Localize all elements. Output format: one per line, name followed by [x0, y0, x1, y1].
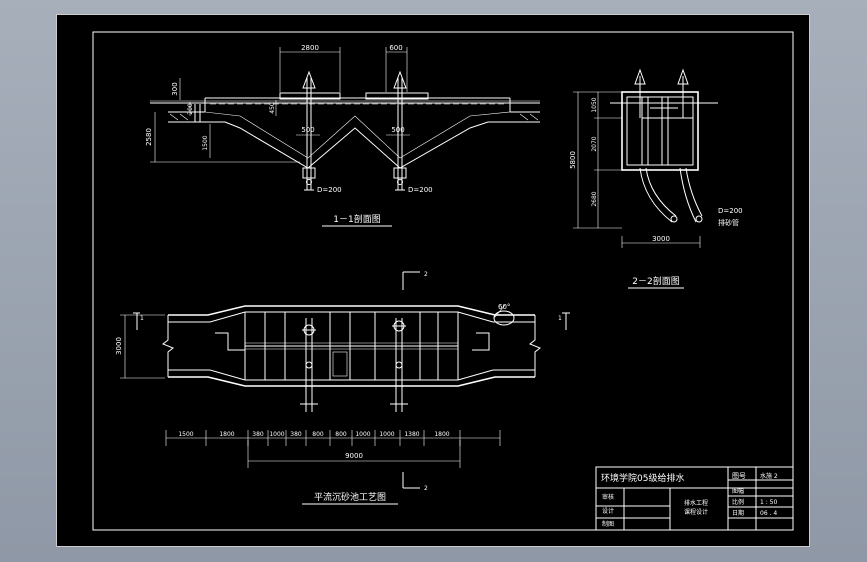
cut-mark-2-top: 2 — [424, 271, 428, 278]
diameter-label-right: D=200 — [408, 186, 433, 194]
label-drawing-no: 图号 — [732, 472, 746, 480]
label-sheet: 图幅 — [732, 487, 744, 495]
bottom-dim-label: 1000 — [355, 431, 370, 438]
dim-2070: 2070 — [591, 136, 598, 151]
bottom-dim-label: 800 — [335, 431, 347, 438]
dim-600: 600 — [389, 44, 402, 52]
bottom-dim-label: 1800 — [434, 431, 449, 438]
angle-label: 60° — [498, 303, 510, 311]
plan-view: 1 1 2 2 — [115, 271, 570, 505]
label-date: 日期 — [732, 509, 744, 517]
label-designer: 设计 — [602, 507, 614, 515]
dim-3000-plan: 3000 — [115, 337, 123, 355]
dim-300: 300 — [171, 82, 179, 95]
inner-border — [92, 31, 794, 531]
bottom-dim-label: 800 — [312, 431, 324, 438]
plan-title: 平流沉砂池工艺图 — [314, 491, 386, 503]
dim-2680: 2680 — [591, 191, 598, 206]
cut-mark-2-bottom: 2 — [424, 485, 428, 492]
dim-5800: 5800 — [569, 151, 577, 169]
dim-500-right: 500 — [391, 126, 404, 134]
bottom-dim-label: 1800 — [219, 431, 234, 438]
project-name: 排水工程 — [684, 499, 708, 507]
bottom-dim-label: 1500 — [178, 431, 193, 438]
outer-frame — [56, 14, 810, 547]
label-reviewer: 审核 — [602, 493, 614, 501]
dim-2580: 2580 — [145, 128, 153, 146]
bottom-dim-label: 380 — [290, 431, 302, 438]
label-drafter: 制图 — [602, 520, 614, 528]
dim-3000-section22: 3000 — [652, 235, 670, 243]
bottom-dim-label: 1000 — [379, 431, 394, 438]
dim-1500: 1500 — [202, 135, 209, 150]
dim-500-left: 500 — [301, 126, 314, 134]
section-1-1: 2800 600 300 2580 200 450 1500 500 500 D… — [145, 44, 540, 227]
project-sub: 课程设计 — [684, 508, 708, 516]
cut-mark-1-right: 1 — [558, 315, 562, 322]
title-block: 环境学院05级给排水 图号 水施 2 图幅 比例 1 : 50 日期 06 . … — [595, 466, 794, 531]
dim-1050: 1050 — [591, 97, 598, 112]
bottom-dim-label: 380 — [252, 431, 264, 438]
bottom-dim-label: 1000 — [269, 431, 284, 438]
label-scale: 比例 — [732, 498, 744, 506]
sand-pipe-label: 排砂管 — [718, 218, 739, 227]
dim-200: 200 — [187, 103, 194, 115]
section-2-2: 5800 1050 2070 2680 3000 D=200 排砂管 2－2剖面… — [569, 68, 743, 289]
cut-mark-1-left: 1 — [140, 315, 144, 322]
section-2-2-title: 2－2剖面图 — [632, 275, 679, 287]
bottom-dimension-chain: 1500 1800 380 1000 380 800 800 1000 1000 1380 1800 — [165, 430, 501, 446]
diameter-label-section22: D=200 — [718, 207, 743, 215]
drawing-no-value: 水施 2 — [760, 472, 778, 480]
date-value: 06 . 4 — [760, 510, 777, 517]
bottom-dim-label: 1380 — [404, 431, 419, 438]
diameter-label-left: D=200 — [317, 186, 342, 194]
dim-450: 450 — [269, 102, 276, 114]
dim-9000: 9000 — [345, 452, 363, 460]
title-block-main: 环境学院05级给排水 — [601, 472, 684, 484]
section-1-1-title: 1－1剖面图 — [333, 213, 380, 225]
dim-2800: 2800 — [301, 44, 319, 52]
scale-value: 1 : 50 — [760, 499, 777, 506]
